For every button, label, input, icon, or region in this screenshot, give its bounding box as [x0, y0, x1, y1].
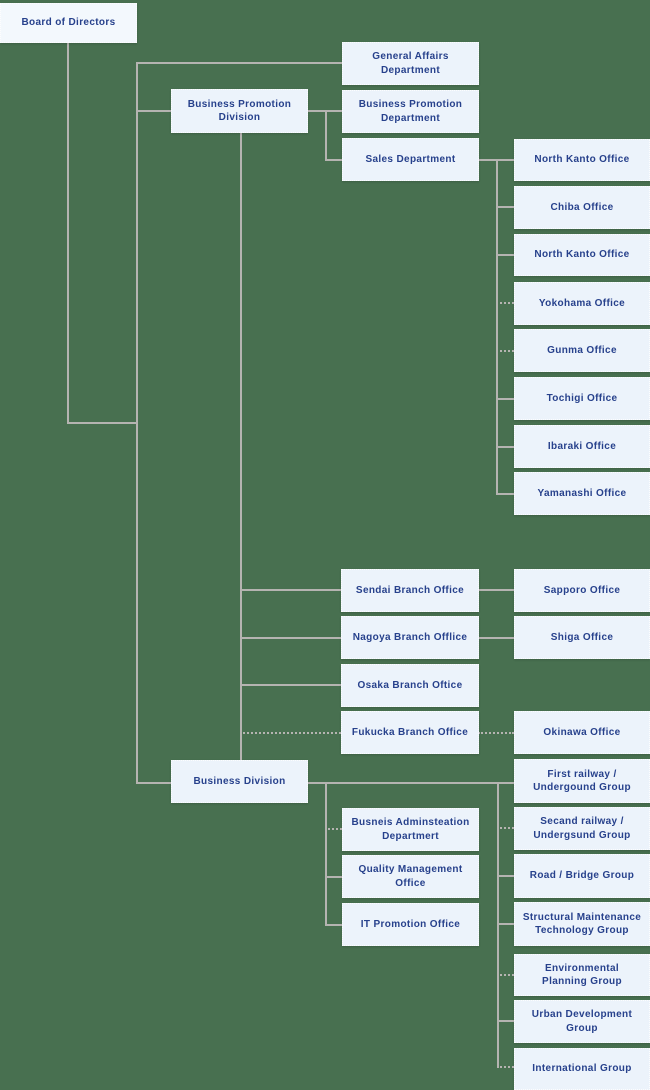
connector-line — [325, 828, 342, 830]
node-yokohama-office: Yokohama Office — [514, 282, 650, 325]
node-business-promotion-division: Business Promotion Division — [171, 89, 308, 133]
connector-line — [136, 62, 138, 784]
node-sapporo-office: Sapporo Office — [514, 569, 650, 612]
node-business-administration-department: Busneis Adminsteation Departmert — [342, 808, 479, 851]
connector-line — [325, 159, 342, 161]
connector-line — [136, 62, 342, 64]
connector-line — [136, 782, 171, 784]
connector-line — [478, 732, 514, 734]
connector-line — [497, 1066, 514, 1068]
connector-line — [497, 923, 514, 925]
connector-line — [325, 876, 342, 878]
connector-line — [496, 493, 514, 495]
connector-line — [325, 782, 327, 926]
node-tochigi-office: Tochigi Office — [514, 377, 650, 420]
connector-line — [240, 637, 341, 639]
node-nagoya-branch-office: Nagoya Branch Offlice — [341, 616, 479, 659]
connector-line — [240, 131, 242, 761]
connector-line — [67, 422, 138, 424]
node-gunma-office: Gunma Office — [514, 329, 650, 372]
node-general-affairs-department: General Affairs Department — [342, 42, 479, 85]
node-board-of-directors: Board of Directors — [0, 3, 137, 43]
connector-line — [478, 637, 514, 639]
node-business-division: Business Division — [171, 760, 308, 803]
node-osaka-branch-office: Osaka Branch Oftice — [341, 664, 479, 707]
connector-line — [67, 40, 69, 424]
connector-line — [325, 110, 327, 161]
connector-line — [478, 589, 514, 591]
node-north-kanto-office-1: North Kanto Office — [514, 139, 650, 181]
connector-line — [496, 302, 514, 304]
connector-line — [496, 159, 498, 495]
node-okinawa-office: Okinawa Office — [514, 711, 650, 754]
node-first-railway-underground-group: First railway / Undergound Group — [514, 759, 650, 803]
node-urban-development-group: Urban Development Group — [514, 1000, 650, 1043]
connector-line — [240, 589, 341, 591]
node-yamanashi-office: Yamanashi Office — [514, 472, 650, 515]
connector-line — [496, 206, 514, 208]
connector-line — [496, 446, 514, 448]
connector-line — [497, 782, 499, 1068]
node-business-promotion-department: Business Promotion Department — [342, 90, 479, 133]
node-quality-management-office: Quality Management Office — [342, 855, 479, 898]
node-shiga-office: Shiga Office — [514, 616, 650, 659]
node-sendai-branch-office: Sendai Branch Office — [341, 569, 479, 612]
node-ibaraki-office: Ibaraki Office — [514, 425, 650, 468]
connector-line — [497, 875, 514, 877]
connector-line — [497, 827, 514, 829]
node-environmental-planning-group: Environmental Planning Group — [514, 954, 650, 996]
node-structural-maintenance-technology-group: Structural Maintenance Technology Group — [514, 902, 650, 946]
connector-line — [497, 974, 514, 976]
node-road-bridge-group: Road / Bridge Group — [514, 854, 650, 898]
connector-line — [136, 110, 172, 112]
connector-line — [240, 684, 341, 686]
connector-line — [240, 732, 341, 734]
connector-line — [497, 1020, 514, 1022]
node-fukucka-branch-office: Fukucka Branch Office — [341, 711, 479, 754]
connector-line — [496, 254, 514, 256]
node-international-group: International Group — [514, 1048, 650, 1090]
node-second-railway-underground-group: Secand railway / Undergsund Group — [514, 807, 650, 850]
node-chiba-office: Chiba Office — [514, 186, 650, 229]
connector-line — [496, 398, 514, 400]
connector-line — [307, 782, 514, 784]
connector-line — [496, 350, 514, 352]
node-sales-department: Sales Department — [342, 138, 479, 181]
node-it-promotion-office: IT Promotion Office — [342, 903, 479, 946]
node-north-kanto-office-2: North Kanto Office — [514, 234, 650, 276]
connector-line — [307, 110, 342, 112]
connector-line — [325, 924, 342, 926]
